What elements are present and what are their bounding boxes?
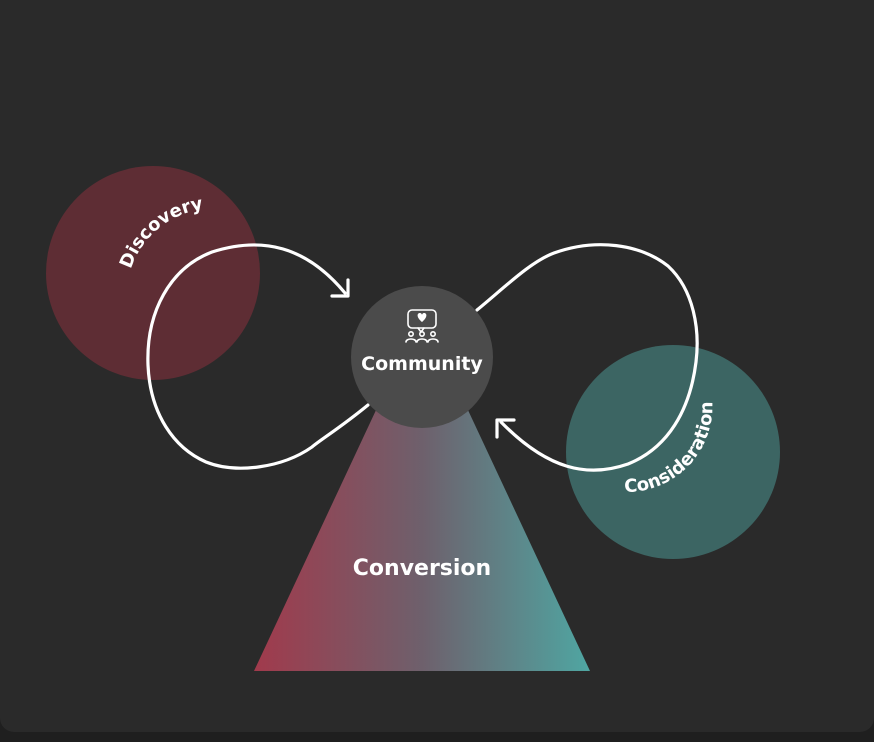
community-circle — [351, 286, 493, 428]
left-arrowhead-icon — [330, 278, 350, 298]
left-loop-arrow — [146, 243, 370, 470]
panel-bottom-edge — [0, 732, 874, 742]
consideration-circle — [566, 345, 780, 559]
conversion-cone — [254, 408, 590, 671]
right-loop-arrow — [475, 243, 699, 472]
community-label: Community — [361, 353, 483, 375]
conversion-label: Conversion — [353, 556, 491, 581]
right-arrowhead-icon — [495, 418, 516, 439]
community-chat-icon — [405, 309, 439, 343]
discovery-circle — [46, 166, 260, 380]
